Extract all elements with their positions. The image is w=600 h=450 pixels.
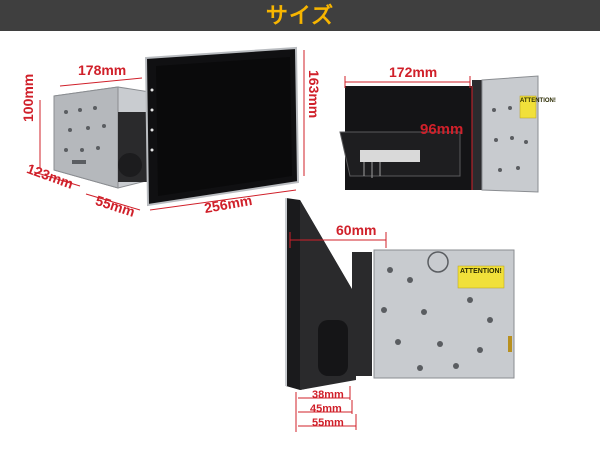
header-bar: サイズ: [0, 0, 600, 31]
side-dimension-lines: [289, 232, 387, 432]
side-offset-45-label: 45mm: [310, 403, 342, 415]
rear-dimension-lines: [344, 76, 473, 190]
front-depth-label: 178mm: [78, 62, 127, 78]
product-illustration: [33, 46, 539, 432]
front-dimension-lines: [33, 50, 305, 211]
front-view-unit: [53, 46, 300, 207]
rear-view-unit: [339, 75, 539, 193]
side-offset-38-label: 38mm: [312, 389, 344, 401]
side-offset-55-label: 55mm: [312, 417, 344, 429]
front-screen-height-label: 163mm: [306, 70, 322, 119]
rear-height-label: 96mm: [420, 121, 464, 138]
page-title: サイズ: [265, 3, 335, 28]
rear-sticker-text: ATTENTION!: [520, 98, 556, 104]
side-sticker-text: ATTENTION!: [460, 268, 502, 275]
front-height-label: 100mm: [20, 73, 36, 122]
side-thickness-label: 60mm: [336, 222, 377, 238]
side-view-unit: [285, 198, 515, 390]
rear-width-label: 172mm: [389, 64, 438, 80]
